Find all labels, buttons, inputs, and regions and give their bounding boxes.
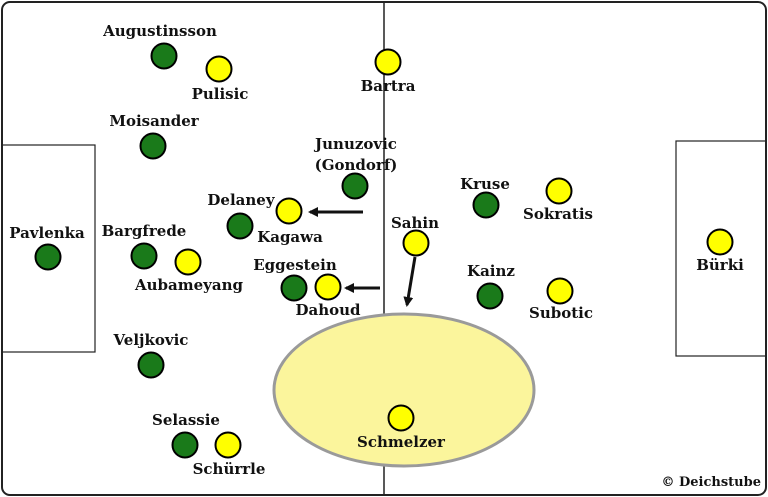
player-augustinsson [150, 42, 178, 70]
label-burki: Bürki [696, 256, 744, 274]
penalty-area-right [675, 140, 767, 357]
player-schurrle [214, 431, 242, 459]
player-selassie [171, 431, 199, 459]
label-subotic: Subotic [529, 304, 593, 322]
label-delaney: Delaney [207, 191, 275, 209]
label-sahin: Sahin [391, 214, 439, 232]
label-gondorf: (Gondorf) [315, 156, 398, 174]
player-kainz [476, 282, 504, 310]
player-moisander [139, 132, 167, 160]
player-burki [706, 228, 734, 256]
label-schmelzer: Schmelzer [357, 433, 446, 451]
player-sahin [402, 229, 430, 257]
player-veljkovic [137, 351, 165, 379]
label-kagawa: Kagawa [257, 228, 323, 246]
player-bartra [374, 48, 402, 76]
player-schmelzer [387, 404, 415, 432]
label-kruse: Kruse [460, 175, 510, 193]
player-dahoud [314, 273, 342, 301]
label-schurrle: Schürrle [193, 460, 266, 478]
label-augustinsson: Augustinsson [102, 22, 217, 40]
label-pavlenka: Pavlenka [9, 224, 85, 242]
player-eggestein [280, 274, 308, 302]
label-eggestein: Eggestein [253, 256, 337, 274]
player-delaney [226, 212, 254, 240]
label-bargfrede: Bargfrede [102, 222, 187, 240]
credit-text: © Deichstube [661, 475, 761, 490]
player-kruse [472, 191, 500, 219]
player-bargfrede [130, 242, 158, 270]
label-kainz: Kainz [467, 262, 515, 280]
label-dahoud: Dahoud [295, 301, 361, 319]
player-pavlenka [34, 243, 62, 271]
penalty-area-left [1, 144, 96, 353]
player-pulisic [205, 55, 233, 83]
player-subotic [546, 277, 574, 305]
label-junuzovic: Junuzovic [313, 135, 397, 153]
player-aubameyang [174, 248, 202, 276]
arrow-sahin-run [403, 256, 417, 307]
player-kagawa [275, 197, 303, 225]
label-aubameyang: Aubameyang [134, 276, 244, 294]
label-selassie: Selassie [152, 411, 220, 429]
label-bartra: Bartra [361, 77, 416, 95]
label-sokratis: Sokratis [523, 205, 593, 223]
label-pulisic: Pulisic [192, 85, 249, 103]
label-veljkovic: Veljkovic [113, 331, 189, 349]
player-sokratis [545, 177, 573, 205]
label-moisander: Moisander [109, 112, 199, 130]
pressing-zone [272, 312, 536, 468]
player-junuzovic [341, 172, 369, 200]
